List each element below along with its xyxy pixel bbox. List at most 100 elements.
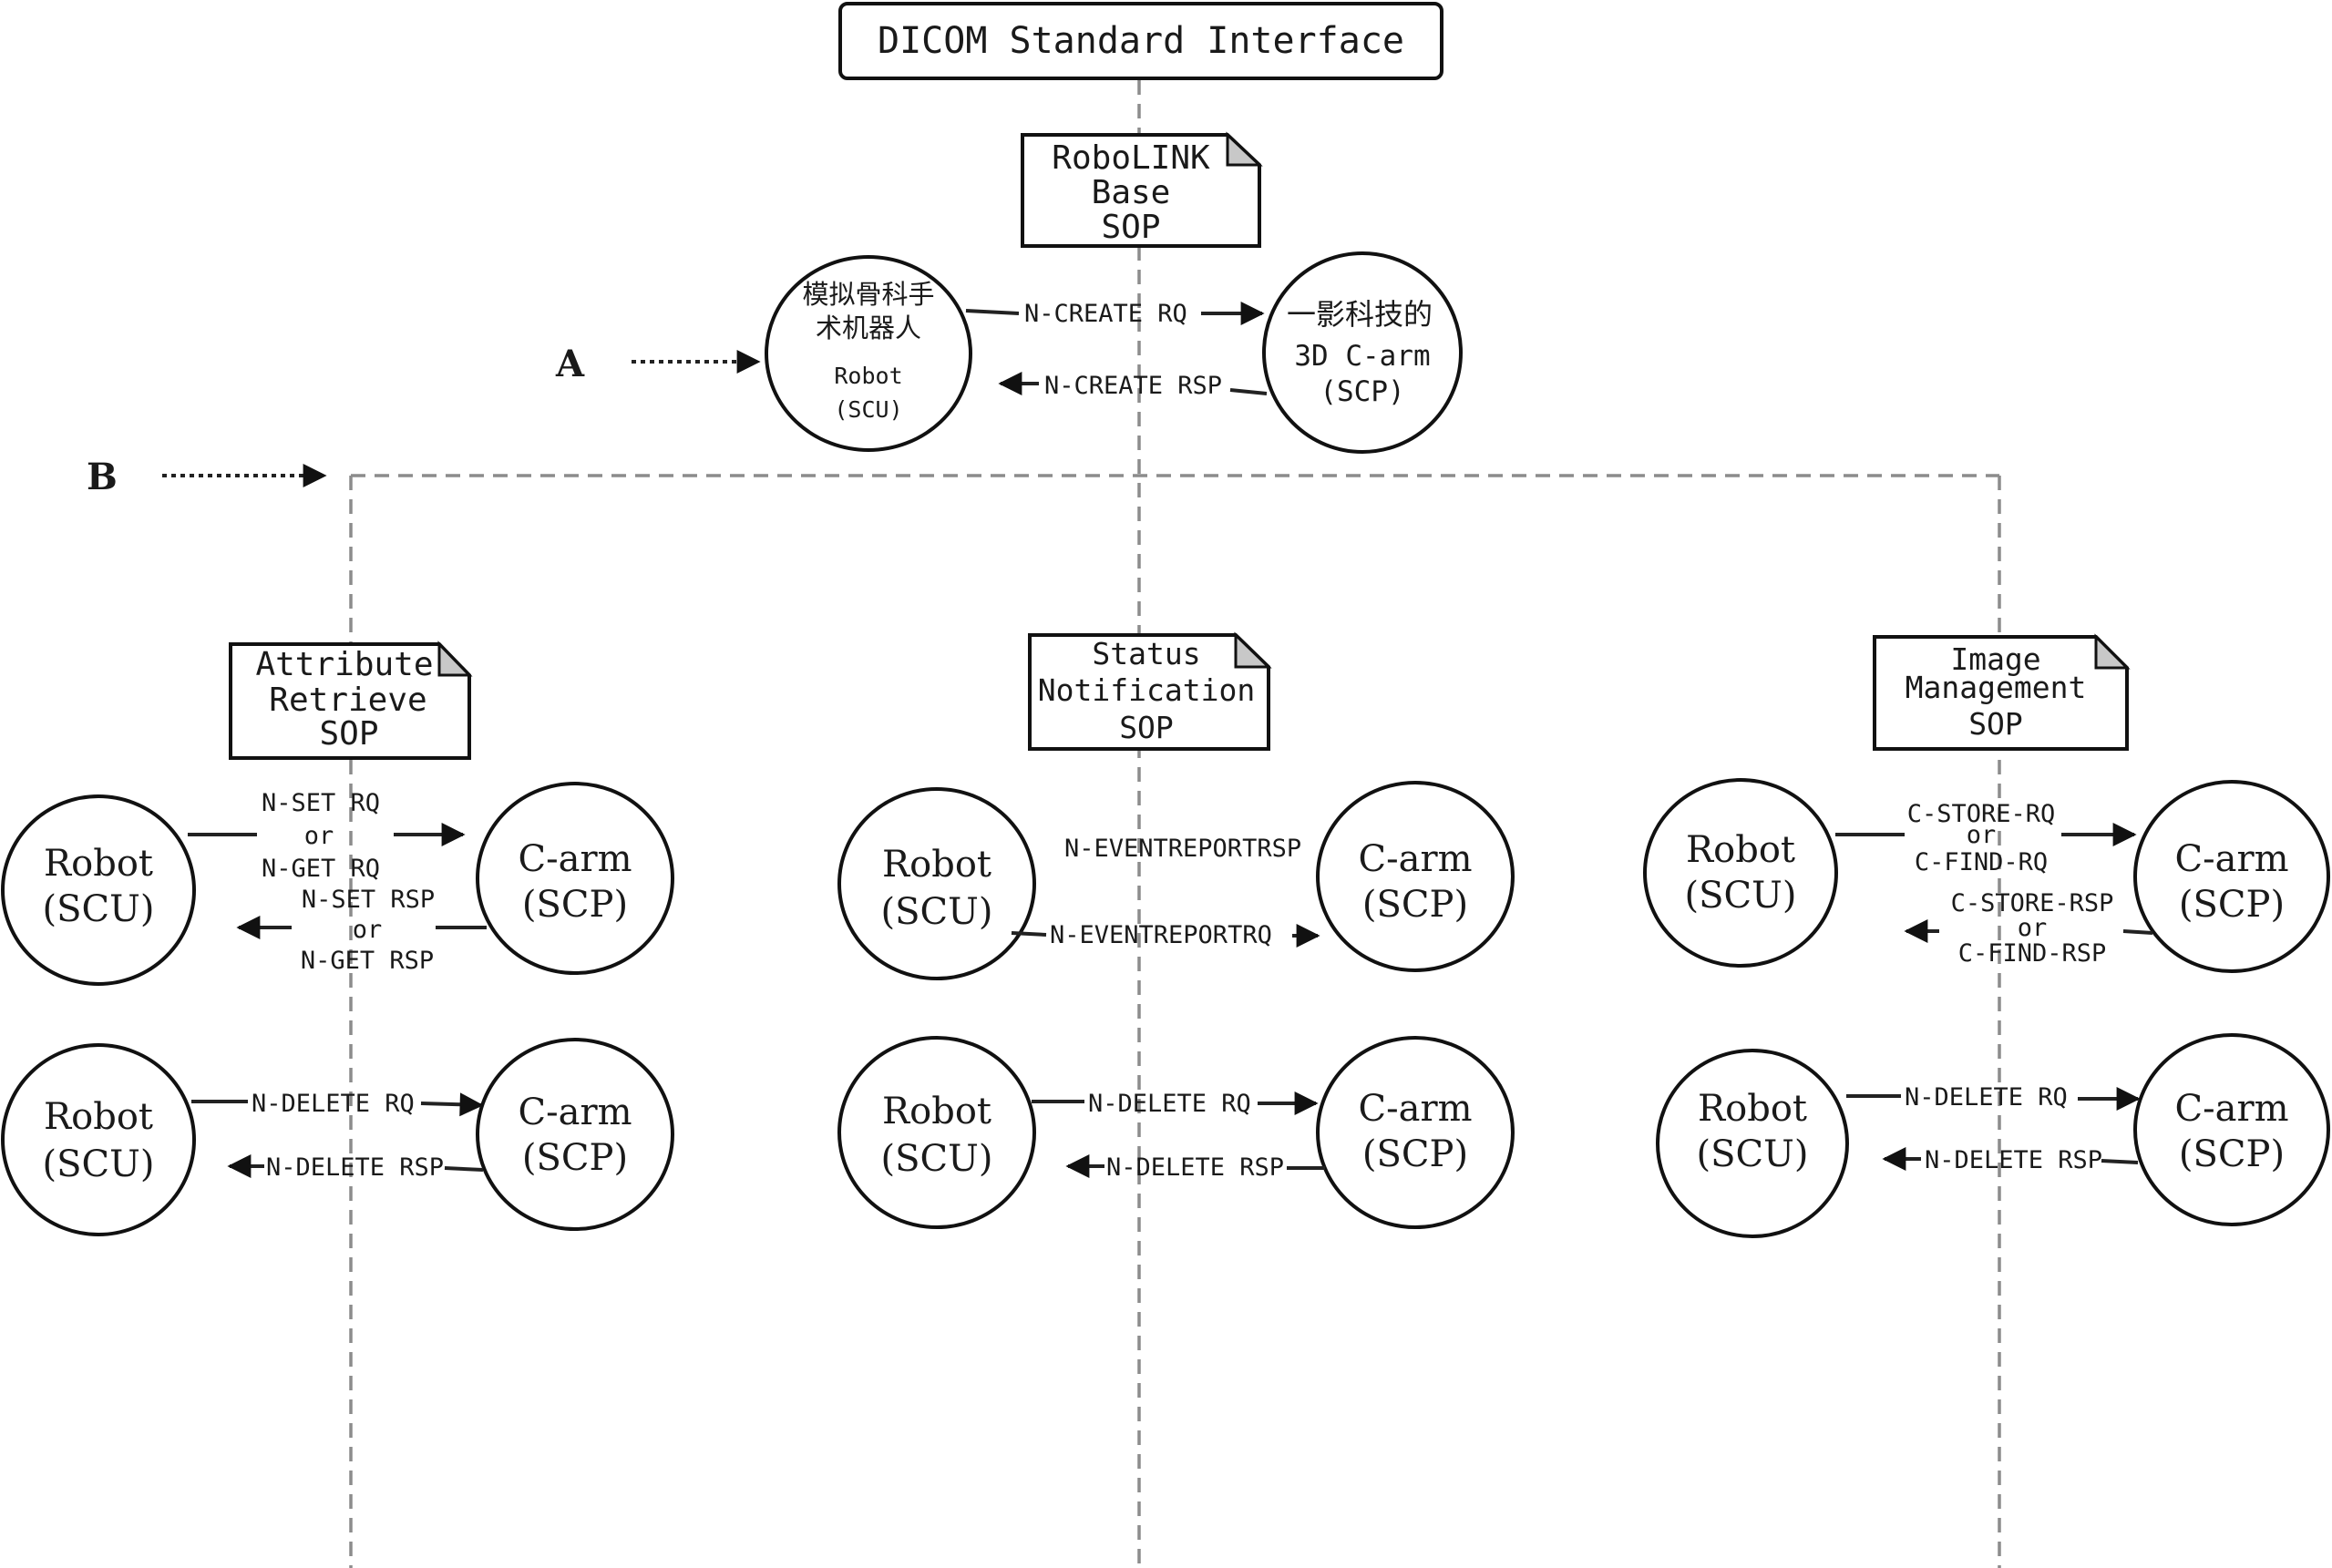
status-delete-rsp: N-DELETE RSP [1065, 1153, 1325, 1182]
marker-b-label: B [87, 456, 118, 498]
base-sop-note: RoboLINK Base SOP [1021, 131, 1263, 248]
image-store-find-rq: C-STORE-RQ or C-FIND-RQ [1835, 800, 2137, 876]
status-sop-line2: Notification [1038, 672, 1255, 708]
base-create-rq-label: N-CREATE RQ [1024, 300, 1187, 328]
status-robot-label: Robot [882, 844, 991, 886]
attribute-delete-rsp: N-DELETE RSP [227, 1153, 484, 1182]
attribute-robot-label: Robot [44, 843, 153, 885]
attribute-carm-node-2: C-arm (SCP) [476, 1038, 674, 1231]
attribute-rsp-line3: N-GET RSP [301, 947, 434, 975]
status-event-top-label: N-EVENTREPORTRSP [1064, 835, 1301, 863]
attribute-retrieve-sop-line3: SOP [319, 715, 378, 753]
status-sop-line3: SOP [1119, 710, 1174, 745]
base-robot-cn-line1: 模拟骨科手 [802, 279, 934, 310]
base-carm-cn: 一影科技的 [1287, 297, 1433, 332]
status-delete-rq: N-DELETE RQ [1032, 1090, 1319, 1118]
base-create-rq: N-CREATE RQ [965, 300, 1265, 328]
attribute-robot-node: Robot (SCU) [1, 794, 196, 986]
marker-a: A [555, 343, 761, 385]
base-sop-line2: Base [1092, 174, 1171, 211]
status-robot-role: (SCU) [881, 891, 993, 933]
section-status-notification: Status Notification SOP Robot (SCU) C-ar… [837, 631, 1515, 1229]
status-carm2-label: C-arm [1358, 1088, 1472, 1130]
image-robot-label: Robot [1686, 829, 1795, 871]
base-robot-label: Robot [834, 363, 902, 389]
section-attribute-retrieve: Attribute Retrieve SOP Robot (SCU) C-arm… [1, 641, 674, 1236]
attribute-robot2-role: (SCU) [43, 1143, 155, 1185]
image-carm-node-2: C-arm (SCP) [2133, 1033, 2330, 1226]
image-rq-line2: or [1967, 821, 1997, 849]
attribute-delete-rsp-label: N-DELETE RSP [266, 1153, 444, 1182]
attribute-rsp-line2: or [353, 916, 383, 944]
marker-a-label: A [555, 343, 585, 385]
attribute-carm-node: C-arm (SCP) [476, 782, 674, 975]
attribute-delete-rq-label: N-DELETE RQ [252, 1090, 415, 1118]
base-robot-node: 模拟骨科手 术机器人 Robot (SCU) [765, 255, 972, 452]
base-sop-line3: SOP [1101, 209, 1160, 246]
dicom-interface-box: DICOM Standard Interface [838, 2, 1443, 80]
attribute-rq-line3: N-GET RQ [262, 855, 380, 883]
image-robot-role: (SCU) [1685, 875, 1797, 917]
image-rsp-line1: C-STORE-RSP [1951, 889, 2114, 917]
base-carm-label: 3D C-arm [1294, 340, 1430, 373]
attribute-rsp-line1: N-SET RSP [302, 886, 435, 914]
image-carm-label: C-arm [2174, 838, 2288, 880]
image-carm-role: (SCP) [2179, 884, 2285, 926]
base-sop-line1: RoboLINK [1052, 139, 1210, 177]
attribute-set-get-rq: N-SET RQ or N-GET RQ [188, 789, 466, 883]
image-carm2-role: (SCP) [2179, 1133, 2285, 1175]
image-delete-rsp-label: N-DELETE RSP [1925, 1146, 2102, 1174]
attribute-robot-role: (SCU) [43, 888, 155, 930]
image-rsp-line2: or [2018, 914, 2048, 942]
status-delete-rq-label: N-DELETE RQ [1088, 1090, 1251, 1118]
image-management-sop-note: Image Management SOP [1873, 633, 2131, 751]
image-rsp-line3: C-FIND-RSP [1958, 939, 2107, 968]
status-eventreport-bottom: N-EVENTREPORTRQ [1011, 921, 1320, 949]
attribute-robot-node-2: Robot (SCU) [1, 1043, 196, 1236]
base-carm-node: 一影科技的 3D C-arm (SCP) [1262, 251, 1463, 454]
attribute-delete-rq: N-DELETE RQ [191, 1090, 484, 1118]
base-robot-cn-line2: 术机器人 [816, 313, 921, 343]
image-carm2-label: C-arm [2174, 1088, 2288, 1130]
section-image-management: Image Management SOP Robot (SCU) C-arm (… [1643, 633, 2330, 1238]
attribute-retrieve-sop-note: Attribute Retrieve SOP [229, 641, 473, 760]
status-carm-label: C-arm [1358, 838, 1472, 880]
image-carm-node: C-arm (SCP) [2133, 780, 2330, 973]
base-robot-role: (SCU) [834, 396, 902, 423]
image-robot2-label: Robot [1698, 1088, 1807, 1130]
attribute-carm2-label: C-arm [518, 1091, 632, 1133]
marker-b: B [87, 456, 327, 498]
attribute-set-get-rsp: N-SET RSP or N-GET RSP [236, 886, 487, 975]
page-title: DICOM Standard Interface [878, 20, 1404, 62]
attribute-carm-label: C-arm [518, 838, 632, 880]
attribute-rq-line2: or [304, 822, 334, 850]
status-robot-node-2: Robot (SCU) [837, 1036, 1036, 1229]
image-robot2-role: (SCU) [1697, 1133, 1809, 1175]
image-rq-line1: C-STORE-RQ [1907, 800, 2056, 828]
status-robot2-label: Robot [882, 1091, 991, 1132]
attribute-carm2-role: (SCP) [522, 1137, 628, 1179]
image-sop-line3: SOP [1968, 706, 2023, 742]
attribute-rq-line1: N-SET RQ [262, 789, 380, 817]
attribute-carm-role: (SCP) [522, 884, 628, 926]
status-robot2-role: (SCU) [881, 1138, 993, 1180]
status-carm2-role: (SCP) [1362, 1133, 1468, 1175]
attribute-retrieve-sop-line2: Retrieve [269, 682, 426, 719]
image-robot-node: Robot (SCU) [1643, 778, 1838, 968]
base-create-rsp-label: N-CREATE RSP [1044, 372, 1222, 400]
status-carm-node: C-arm (SCP) [1316, 781, 1515, 972]
base-create-rsp: N-CREATE RSP [998, 372, 1268, 400]
image-sop-line2: Management [1906, 670, 2087, 705]
image-sop-line1: Image [1950, 641, 2040, 677]
status-notification-sop-note: Status Notification SOP [1028, 631, 1272, 751]
status-carm-node-2: C-arm (SCP) [1316, 1036, 1515, 1229]
image-store-find-rsp: C-STORE-RSP or C-FIND-RSP [1904, 889, 2153, 968]
image-delete-rq-label: N-DELETE RQ [1905, 1083, 2068, 1112]
image-delete-rq: N-DELETE RQ [1846, 1083, 2141, 1112]
status-robot-node: Robot (SCU) [837, 787, 1036, 980]
attribute-retrieve-sop-line1: Attribute [255, 646, 433, 683]
image-rq-line3: C-FIND-RQ [1915, 848, 2048, 876]
status-carm-role: (SCP) [1362, 884, 1468, 926]
status-event-bottom-label: N-EVENTREPORTRQ [1050, 921, 1272, 949]
